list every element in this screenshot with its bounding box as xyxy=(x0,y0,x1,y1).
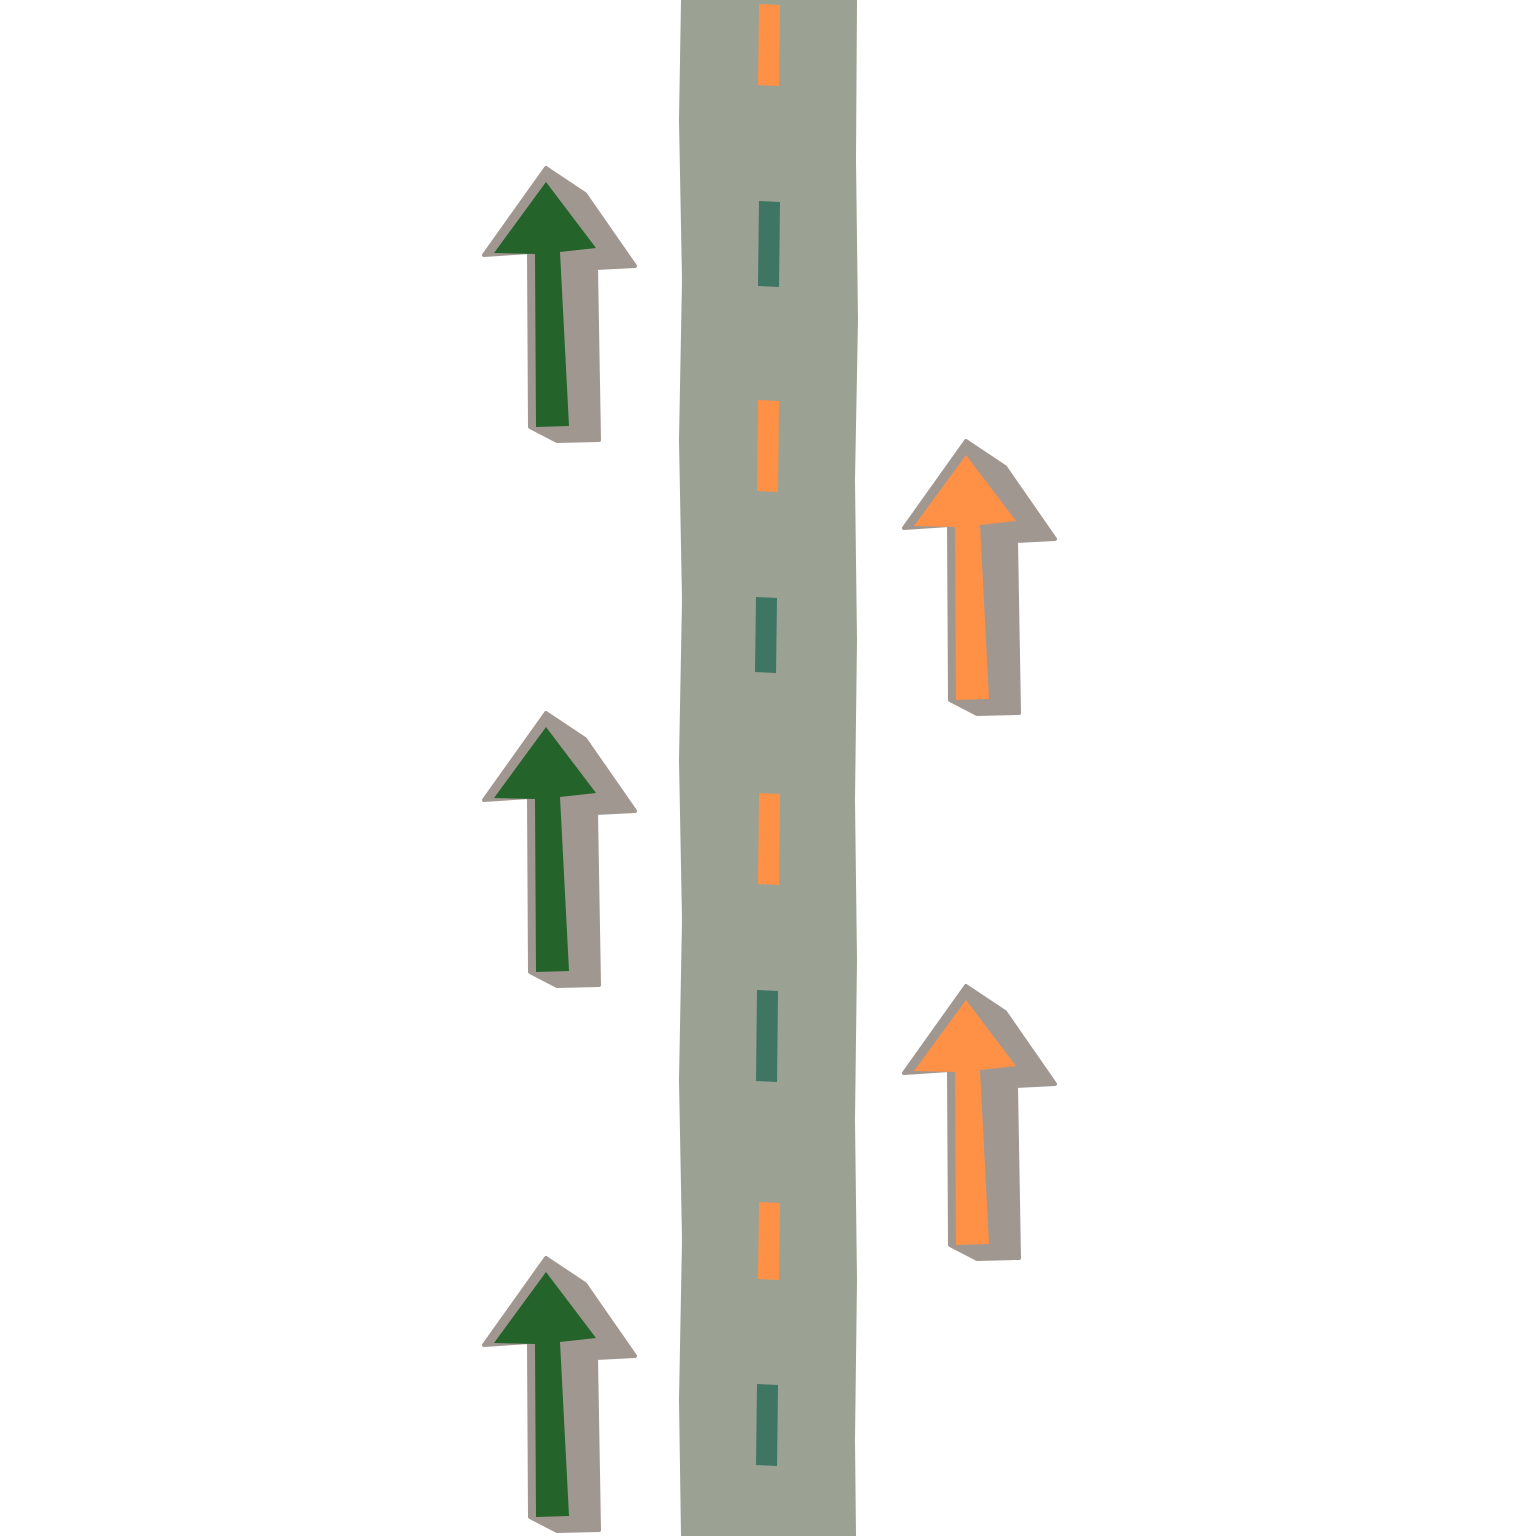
green-up-arrow xyxy=(482,1256,637,1533)
dash-teal xyxy=(758,201,780,287)
green-up-arrow xyxy=(482,711,637,988)
orange-up-arrow xyxy=(902,984,1057,1261)
road xyxy=(679,0,858,1536)
up-arrow-icon xyxy=(494,727,596,972)
right-arrow-column xyxy=(902,439,1057,1261)
dash-teal xyxy=(756,1384,778,1466)
dash-orange xyxy=(758,4,780,86)
dash-orange xyxy=(758,1202,780,1280)
green-up-arrow xyxy=(482,166,637,443)
up-arrow-icon xyxy=(494,182,596,427)
up-arrow-icon xyxy=(494,1272,596,1517)
dash-teal xyxy=(755,597,777,673)
dash-orange xyxy=(758,793,780,885)
dash-orange xyxy=(757,400,779,492)
dash-teal xyxy=(756,990,778,1082)
center-line xyxy=(755,4,780,1466)
up-arrow-icon xyxy=(914,1000,1016,1245)
orange-up-arrow xyxy=(902,439,1057,716)
left-arrow-column xyxy=(482,166,637,1533)
up-arrow-icon xyxy=(914,455,1016,700)
road-surface xyxy=(679,0,858,1536)
